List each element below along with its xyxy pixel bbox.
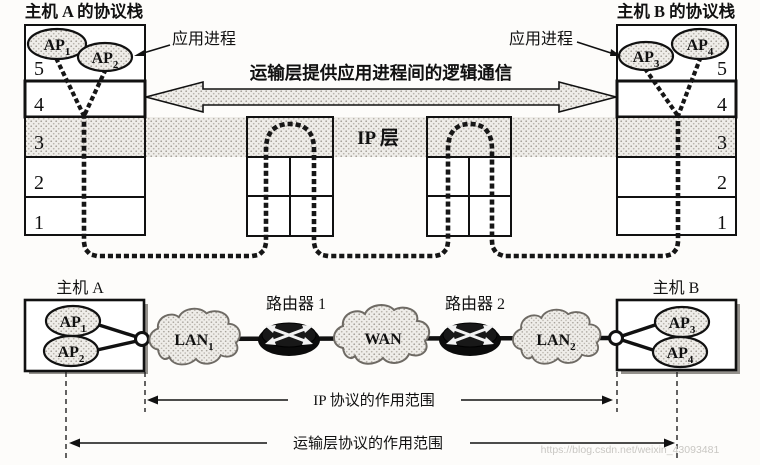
transport-scope-arrowhead-right: [664, 438, 675, 448]
host-b-socket-circle: [608, 330, 624, 346]
watermark-text: https://blog.csdn.net/weixin_43093481: [541, 444, 720, 456]
ap1-ellipse-top: [26, 27, 88, 61]
host-b-ap3-link: [620, 322, 660, 338]
ip-scope-dimension: IP 协议的作用范围: [147, 392, 613, 409]
host-b-layer3-number: 3: [717, 132, 727, 154]
host-b-stack-title: 主机 B 的协议栈: [617, 1, 736, 21]
host-b-app-processes: AP3 AP4: [617, 27, 730, 72]
ap4-label-bottom: AP4: [667, 345, 694, 366]
host-b-label: 主机 B: [653, 279, 700, 297]
ip-scope-label: IP 协议的作用范围: [313, 392, 435, 409]
ip-scope-arrowhead-left: [147, 395, 158, 405]
host-a-layer5-number: 5: [34, 58, 44, 80]
host-b-layer4-number: 4: [717, 94, 727, 116]
app-process-arrowhead-right: [610, 49, 621, 56]
router2-label: 路由器 2: [445, 295, 505, 313]
ap1-label-bottom: AP1: [60, 314, 87, 335]
ap2-ellipse-bottom: [42, 334, 100, 368]
transport-scope-label: 运输层协议的作用范围: [293, 435, 443, 452]
router2-stack-top-row: [426, 116, 512, 158]
host-a-ap1-link: [97, 323, 139, 339]
host-a-layer1-number: 1: [34, 212, 44, 234]
transport-scope-dimension: 运输层协议的作用范围: [69, 435, 675, 452]
dotted-branch-ap1: [54, 57, 87, 119]
ap4-label-top: AP4: [687, 37, 714, 58]
lan1-label: LAN1: [174, 332, 213, 353]
host-a-layer2-number: 2: [34, 172, 44, 194]
ap1-label-top: AP1: [44, 37, 71, 58]
ap2-ellipse-top: [76, 41, 134, 73]
app-process-arrowhead-left: [134, 49, 146, 56]
host-a-layer4-number: 4: [34, 94, 44, 116]
host-a-layer3-number: 3: [34, 132, 44, 154]
dotted-branch-ap3: [643, 67, 681, 119]
ap4-ellipse-bottom: [651, 335, 709, 369]
dotted-ap-branches: [54, 56, 703, 119]
host-a-socket-circle: [134, 331, 150, 347]
host-a-label: 主机 A: [56, 279, 104, 297]
router1-label: 路由器 1: [266, 295, 326, 313]
host-b-layer1-number: 1: [717, 212, 727, 234]
dotted-branch-ap4: [675, 56, 703, 119]
wan-label: WAN: [364, 331, 402, 348]
transport-logical-channel-arrow: [142, 80, 620, 114]
app-process-leader-right: [576, 41, 615, 55]
ip-layer-band: [145, 117, 617, 157]
router1-icon: [256, 321, 322, 358]
host-a-stack-title: 主机 A 的协议栈: [25, 1, 144, 21]
lan2-label: LAN2: [536, 332, 576, 353]
ap2-label-top: AP2: [92, 50, 119, 71]
router2-icon: [437, 321, 503, 358]
dotted-data-path: [81, 113, 681, 259]
ap3-label-bottom: AP3: [669, 315, 696, 336]
transport-scope-arrowhead-left: [69, 438, 80, 448]
app-process-callout-right: 应用进程: [509, 29, 573, 48]
ap3-label-top: AP3: [633, 49, 660, 70]
host-b-layer5-number: 5: [717, 58, 727, 80]
host-b-ap4-link: [620, 338, 658, 353]
scope-dashed-guides: [65, 372, 678, 462]
router1-protocol-stack: [246, 116, 334, 237]
host-a-ap2-link: [95, 339, 139, 352]
ip-scope-arrowhead-right: [602, 395, 613, 405]
app-process-callout-left: 应用进程: [172, 29, 236, 48]
ip-layer-label: IP 层: [357, 127, 399, 149]
host-b-layer2-number: 2: [717, 172, 727, 194]
transport-banner-label: 运输层提供应用进程间的逻辑通信: [250, 63, 513, 83]
ap4-ellipse-top: [670, 27, 730, 61]
host-a-app-processes: AP1 AP2: [26, 27, 134, 73]
ap2-label-bottom: AP2: [58, 344, 85, 365]
router2-protocol-stack: [426, 116, 512, 237]
dotted-branch-ap2: [81, 68, 108, 119]
